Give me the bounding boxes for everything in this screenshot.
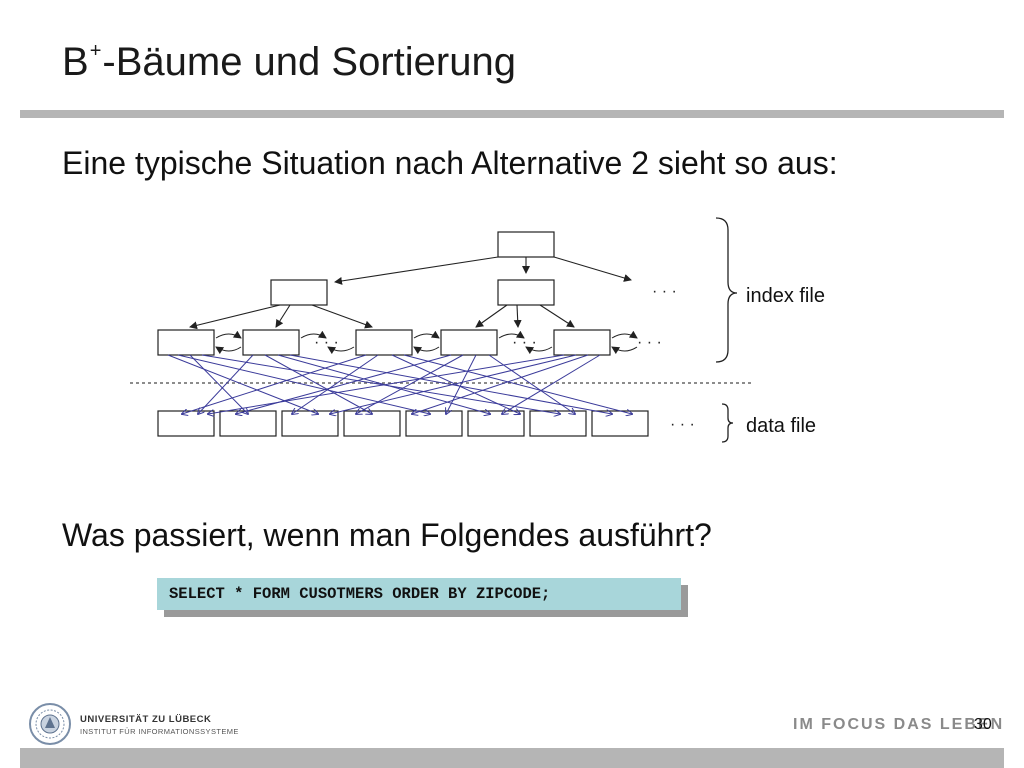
title-underline [20, 110, 1004, 118]
index-file-brace [715, 217, 738, 363]
ellipsis-inner-level: · · · [652, 283, 677, 300]
ellipsis-leaf-gap-1: · · · [314, 334, 339, 351]
data-page-3 [281, 410, 339, 437]
leaf-node-5 [553, 329, 611, 356]
leaf-node-3 [355, 329, 413, 356]
leaf-node-1 [157, 329, 215, 356]
page-number: 30 [974, 716, 992, 733]
ellipsis-data-end: · · · [670, 416, 695, 433]
university-seal-icon [29, 703, 71, 745]
inner-node-right [497, 279, 555, 306]
data-page-8 [591, 410, 649, 437]
sql-code-box: SELECT * FORM CUSOTMERS ORDER BY ZIPCODE… [157, 578, 681, 610]
data-page-7 [529, 410, 587, 437]
data-file-brace [721, 403, 734, 443]
title-rest: -Bäume und Sortierung [102, 40, 516, 84]
footer-slogan: IM FOCUS DAS LEBEN [793, 716, 1005, 733]
leaf-node-4 [440, 329, 498, 356]
data-page-2 [219, 410, 277, 437]
footer-band [20, 748, 1004, 768]
ellipsis-leaf-end: · · · [637, 334, 662, 351]
bplus-tree-diagram: · · · · · · · · · · · · · · · [130, 217, 825, 443]
slide-title: B+-Bäume und Sortierung [62, 38, 516, 86]
data-page-6 [467, 410, 525, 437]
ellipses: · · · · · · · · · · · · · · · [314, 283, 695, 433]
data-page-5 [405, 410, 463, 437]
leaf-sibling-links [215, 330, 638, 355]
tree-nodes [157, 231, 611, 356]
braces [715, 217, 738, 443]
inner-node-left [270, 279, 328, 306]
data-page-1 [157, 410, 215, 437]
root-node [497, 231, 555, 258]
title-superscript: + [89, 40, 102, 62]
data-pages [157, 410, 649, 437]
tree-pointers [189, 256, 632, 330]
data-file-label: data file [746, 415, 816, 437]
title-prefix: B [62, 40, 89, 84]
university-name: UNIVERSITÄT ZU LÜBECK [80, 714, 212, 725]
record-pointers [167, 354, 632, 414]
index-file-label: index file [746, 285, 825, 307]
intro-text: Eine typische Situation nach Alternative… [62, 145, 838, 181]
institute-name: INSTITUT FÜR INFORMATIONSSYSTEME [80, 727, 239, 736]
data-page-4 [343, 410, 401, 437]
ellipsis-leaf-gap-2: · · · [512, 334, 537, 351]
question-text: Was passiert, wenn man Folgendes ausführ… [62, 517, 712, 553]
leaf-node-2 [242, 329, 300, 356]
